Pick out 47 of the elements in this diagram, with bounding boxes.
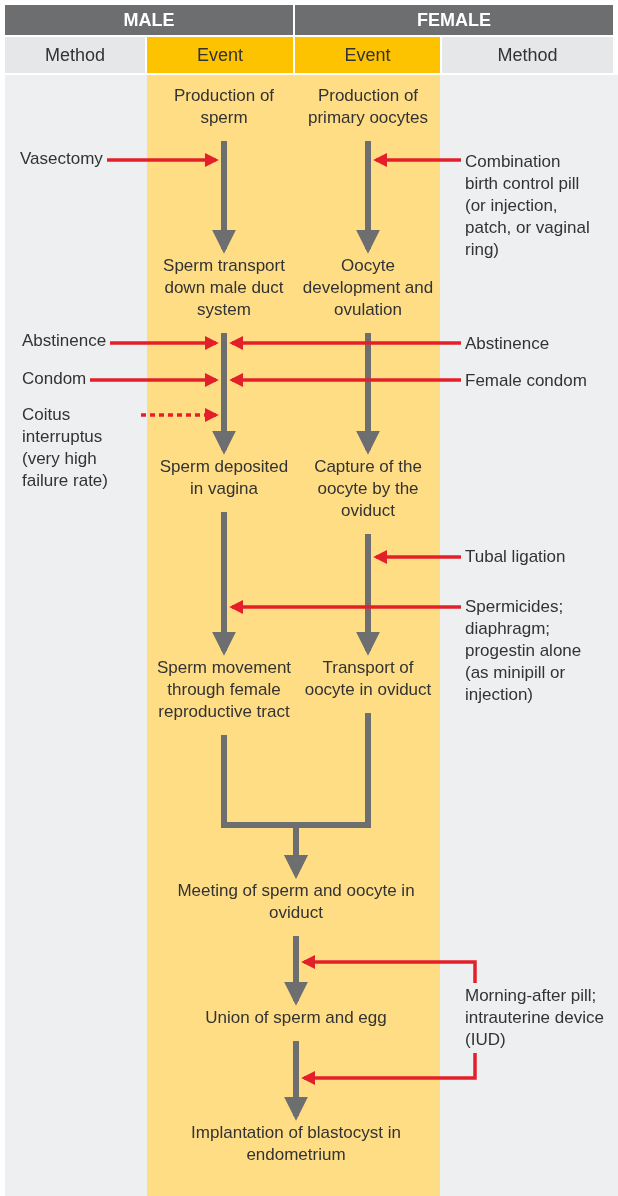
arrow — [107, 153, 219, 167]
event-text: Transport of oocyte in oviduct — [296, 657, 440, 701]
arrow — [356, 141, 380, 254]
event-text: Sperm transport down male duct system — [152, 255, 296, 321]
arrow — [110, 336, 219, 350]
event-text: Oocyte development and ovulation — [296, 255, 440, 321]
arrow — [284, 713, 371, 879]
arrow — [229, 600, 461, 614]
arrow — [229, 373, 461, 387]
header-cell: Event — [295, 37, 440, 73]
arrow — [356, 534, 380, 656]
arrow — [373, 550, 461, 564]
header-cell: MALE — [5, 5, 293, 35]
method-text: Vasectomy — [20, 148, 103, 170]
method-text: Female condom — [465, 370, 587, 392]
method-text: Morning-after pill; intrauterine device (IUD) — [465, 985, 605, 1051]
arrow — [212, 141, 236, 254]
arrow — [301, 1053, 477, 1085]
method-text: Condom — [22, 368, 87, 390]
header-cell: Method — [442, 37, 613, 73]
event-text: Capture of the oocyte by the oviduct — [296, 456, 440, 522]
method-text: Spermicides; diaphragm; progestin alone (as minipill or injection) — [465, 596, 595, 706]
arrow — [284, 1041, 308, 1121]
header-cell: Event — [147, 37, 293, 73]
arrow — [90, 373, 219, 387]
arrow — [373, 153, 461, 167]
header-cell: FEMALE — [295, 5, 613, 35]
event-text: Sperm movement through female reproductive tract — [152, 657, 296, 723]
arrow — [284, 936, 308, 1006]
method-text: Abstinence — [465, 333, 550, 355]
event-text: Implantation of blastocyst in endometrium — [150, 1122, 442, 1166]
event-text: Sperm deposited in vagina — [152, 456, 296, 500]
method-text: Coitus interruptus (very high failure rate) — [22, 404, 137, 492]
event-text: Meeting of sperm and oocyte in oviduct — [150, 880, 442, 924]
method-text: Combination birth control pill (or injection, patch, or vaginal ring) — [465, 151, 593, 261]
header-cell: Method — [5, 37, 145, 73]
arrow — [356, 333, 380, 455]
event-text: Union of sperm and egg — [150, 1007, 442, 1029]
dashed-arrow — [141, 408, 219, 422]
event-text: Production of sperm — [152, 85, 296, 129]
arrow — [301, 955, 477, 983]
method-text: Tubal ligation — [465, 546, 566, 568]
arrow — [212, 333, 236, 455]
event-text: Production of primary oocytes — [296, 85, 440, 129]
arrow — [212, 512, 236, 656]
arrow — [229, 336, 461, 350]
method-text: Abstinence — [22, 330, 107, 352]
